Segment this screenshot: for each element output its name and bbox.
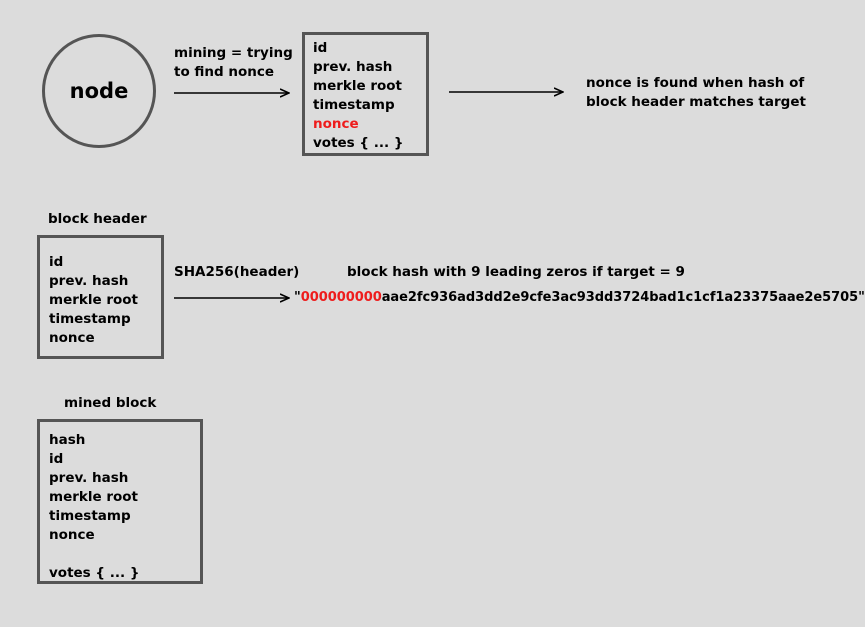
block-field-timestamp: timestamp: [313, 97, 395, 113]
mining-label-line1: mining = trying: [174, 45, 293, 61]
block-field-id: id: [313, 40, 328, 56]
block-field-votes: votes { ... }: [313, 135, 404, 151]
block-field-nonce: nonce: [313, 116, 359, 132]
header-field-nonce: nonce: [49, 330, 95, 346]
header-field-merkle-root: merkle root: [49, 292, 139, 308]
nonce-found-line2: block header matches target: [586, 94, 806, 110]
mined-field-nonce: nonce: [49, 527, 95, 543]
header-field-prev-hash: prev. hash: [49, 273, 129, 289]
hash-leading-zeros: 000000000: [300, 290, 382, 305]
node-circle: node: [42, 34, 156, 148]
mined-block-box: hash id prev. hash merkle root timestamp…: [37, 419, 203, 584]
hash-target-note: block hash with 9 leading zeros if targe…: [347, 264, 685, 280]
block-header-box: id prev. hash merkle root timestamp nonc…: [37, 235, 164, 359]
sha256-label: SHA256(header): [174, 264, 300, 280]
mined-field-prev-hash: prev. hash: [49, 470, 129, 486]
block-field-merkle-root: merkle root: [313, 78, 403, 94]
header-field-id: id: [49, 254, 64, 270]
mined-block-title: mined block: [64, 395, 157, 411]
mined-field-id: id: [49, 451, 64, 467]
hash-open-quote: ": [294, 290, 301, 305]
mined-field-merkle-root: merkle root: [49, 489, 139, 505]
mined-field-votes: votes { ... }: [49, 565, 140, 581]
mining-label-line2: to find nonce: [174, 64, 275, 80]
arrows-layer: [174, 0, 835, 627]
hash-rest: aae2fc936ad3dd2e9cfe3ac93dd3724bad1c1cf1…: [381, 290, 865, 305]
mined-field-timestamp: timestamp: [49, 508, 131, 524]
block-field-prev-hash: prev. hash: [313, 59, 393, 75]
mining-label: mining = trying to find nonce: [174, 44, 293, 82]
node-label: node: [69, 79, 129, 103]
block-header-title: block header: [48, 211, 147, 227]
mined-field-hash: hash: [49, 432, 86, 448]
header-field-timestamp: timestamp: [49, 311, 131, 327]
block-hash-value: "000000000aae2fc936ad3dd2e9cfe3ac93dd372…: [294, 290, 865, 305]
nonce-found-line1: nonce is found when hash of: [586, 75, 805, 91]
candidate-block: id prev. hash merkle root timestamp nonc…: [302, 32, 429, 156]
nonce-found-note: nonce is found when hash of block header…: [586, 74, 806, 112]
